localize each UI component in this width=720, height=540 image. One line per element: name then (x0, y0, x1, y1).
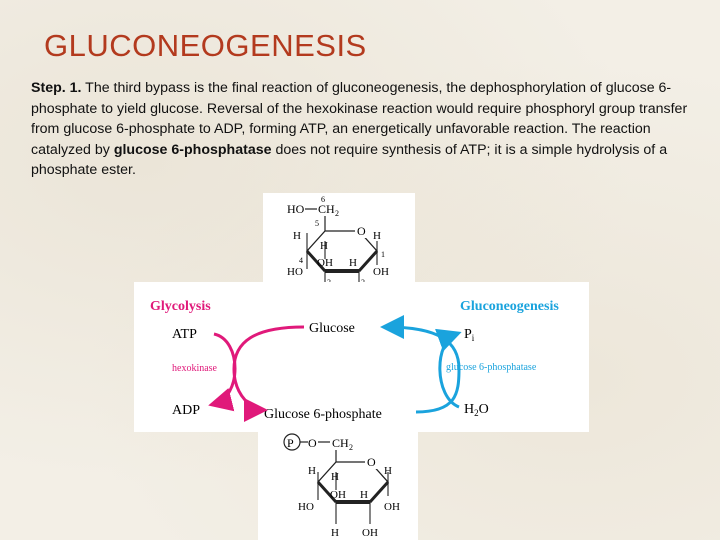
atp-to-adp-arrow (208, 332, 237, 412)
reaction-figure: Glycolysis Gluconeogenesis ATP ADP hexok… (134, 282, 589, 432)
glucose-ring-o: O (357, 224, 366, 238)
atp-label: ATP (172, 327, 197, 342)
g6p-ch-label: CH (332, 436, 349, 450)
step-label: Step. 1. (31, 80, 82, 96)
glucose-c6-label: 6 (321, 195, 325, 204)
glucose-c1-label: 1 (381, 250, 385, 259)
glucose-c5-h: H (320, 240, 328, 252)
glucose-ch2-sub: 2 (335, 209, 339, 218)
gluconeogenesis-label: Gluconeogenesis (460, 299, 559, 314)
hexokinase-label: hexokinase (172, 363, 218, 374)
pi-label: Pi (464, 327, 475, 343)
g6p-c2-oh: OH (362, 527, 378, 539)
g6p-c1-h: H (384, 465, 392, 477)
body-paragraph: Step. 1. The third bypass is the final r… (31, 78, 691, 181)
g6p-c5-h: H (331, 471, 339, 483)
g6p-h-mid: H (360, 489, 368, 501)
glucose-oh-mid: OH (317, 257, 333, 269)
slide-title: GLUCONEOGENESIS (44, 28, 367, 63)
g6p-structure: P O CH 2 O H HO H OH H H OH H OH (283, 433, 400, 539)
glucose-ch-label: CH (318, 202, 335, 216)
glucose-h-mid: H (349, 257, 357, 269)
glucose-6-phosphate-label: Glucose 6-phosphate (264, 407, 382, 422)
h2o-label: H2O (464, 402, 489, 418)
g6p-structure-figure: P O CH 2 O H HO H OH H H OH H OH (258, 430, 418, 540)
paragraph-part-1: The third bypass is the final reaction o… (31, 80, 688, 158)
glucose-c1-h: H (373, 230, 381, 242)
g6p-c4-h: H (308, 465, 316, 477)
glucose-c4-h: H (293, 230, 301, 242)
paragraph-part-2: does not require synthesis of ATP; it is… (31, 141, 668, 179)
g6p-oh-mid: OH (330, 489, 346, 501)
gluconeogenesis-arrow (380, 315, 461, 414)
h2o-to-pi-arrow (434, 328, 462, 409)
glycolysis-arrow (232, 325, 305, 422)
reaction-diagram: Glycolysis Gluconeogenesis ATP ADP hexok… (150, 299, 559, 422)
g6p-ring-o: O (367, 455, 376, 469)
glucose-c5-label: 5 (315, 219, 319, 228)
g6p-phosphate-p: P (287, 436, 294, 450)
glucose-ho-label: HO (287, 202, 305, 216)
glucose-c1-oh: OH (373, 266, 389, 278)
g6p-c1-oh: OH (384, 501, 400, 513)
glycolysis-label: Glycolysis (150, 299, 211, 314)
g6p-ester-o: O (308, 436, 317, 450)
g6p-ch2-sub: 2 (349, 443, 353, 452)
glucose-6-phosphatase-label: glucose 6-phosphatase (446, 362, 537, 373)
g6p-c3-h: H (331, 527, 339, 539)
glucose-label: Glucose (309, 321, 355, 336)
glucose-c4-label: 4 (299, 256, 303, 265)
g6p-c4-ho: HO (298, 501, 314, 513)
enzyme-name: glucose 6-phosphatase (113, 141, 272, 158)
glucose-c4-ho: HO (287, 266, 303, 278)
adp-label: ADP (172, 403, 200, 418)
